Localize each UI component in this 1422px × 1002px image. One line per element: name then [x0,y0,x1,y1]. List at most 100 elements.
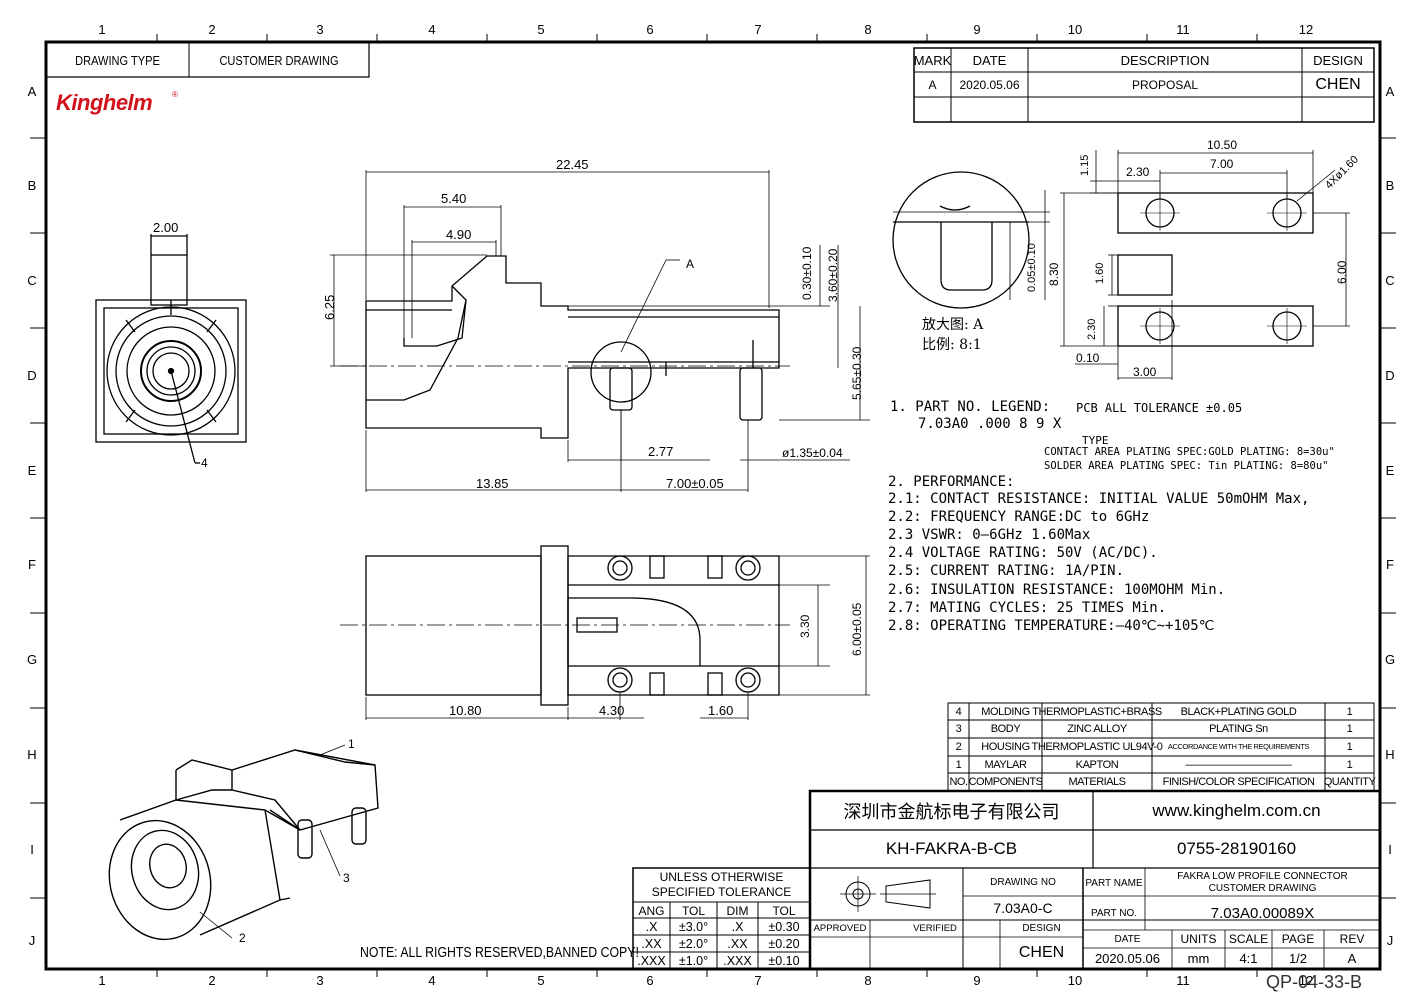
dim-front-width: 2.00 [153,220,179,235]
grid-row-label-right: B [1385,178,1395,193]
dim-tol-360: 3.60±0.20 [826,248,840,302]
logo-registered-mark: ® [172,90,178,99]
bom-cell: 1 [1346,722,1353,735]
bom-cell: THERMOPLASTIC UL94V-0 [1031,740,1163,753]
date-label: DATE [1114,933,1141,945]
grid-col-label-top: 3 [316,22,324,37]
grid-col-label-top: 6 [646,22,654,37]
design-label: DESIGN [1022,923,1061,934]
dim-pcb-230a: 2.30 [1126,165,1150,179]
legend-title: 1. PART NO. LEGEND: [890,399,1051,415]
bom-header: NO. [949,776,968,788]
bom-cell: HOUSING [981,740,1030,753]
dim-side-b: 4.90 [446,227,472,242]
dim-top-330: 3.30 [798,614,812,638]
grid-col-label-top: 11 [1176,22,1190,37]
drawing-no-label: DRAWING NO [990,876,1056,888]
dim-top-1080: 10.80 [449,703,482,718]
drawing-no: 7.03A0-C [993,900,1053,916]
drawing-type-value: CUSTOMER DRAWING [219,52,339,68]
grid-row-label-left: C [27,273,37,288]
grid-row-label-left: A [27,84,37,99]
bom-cell: 1 [955,758,962,771]
grid-col-label-top: 1 [98,22,106,37]
performance-item: 2.3 VSWR: 0–6GHz 1.60Max [888,527,1091,544]
grid-col-label-top: 5 [537,22,545,37]
grid-col-label-bottom: 3 [316,973,324,988]
grid-row-label-right: J [1386,933,1394,948]
bom-cell: MAYLAR [984,758,1027,771]
bom-cell: 1 [1346,740,1353,753]
dim-tol-565: 5.65±0.30 [850,346,864,400]
dim-top-600: 6.00±0.05 [850,602,864,656]
scale-value: 4:1 [1239,951,1258,966]
grid-col-label-bottom: 6 [646,973,654,988]
performance-item: 2.6: INSULATION RESISTANCE: 100MOHM Min. [888,581,1226,598]
copyright-note: NOTE: ALL RIGHTS RESERVED,BANNED COPY! [360,944,639,961]
grid-col-label-top: 4 [428,22,436,37]
bom-header: FINISH/COLOR SPECIFICATION [1162,776,1315,788]
front-view [95,234,247,464]
performance-item: 2.2: FREQUENCY RANGE:DC to 6GHz [888,509,1150,526]
drawing-type-label: DRAWING TYPE [75,52,160,68]
grid-col-label-top: 9 [973,22,981,37]
bom-cell: THERMOPLASTIC+BRASS [1032,705,1162,718]
top-view [365,545,780,706]
grid-col-label-bottom: 4 [428,973,436,988]
dim-pcb-600: 6.00 [1335,260,1349,284]
phone-number: 0755-28190160 [1176,839,1297,858]
dim-pcb-1050: 10.50 [1207,138,1238,152]
legend-tolerance: PCB ALL TOLERANCE ±0.05 [1076,401,1243,415]
grid-row-label-right: I [1388,842,1392,857]
kinghelm-logo: Kinghelm [56,90,153,115]
legend-type: TYPE [1082,434,1109,447]
designer: CHEN [1018,944,1065,961]
part-no-label: PART NO. [1090,908,1138,919]
bom-cell: 1 [1346,758,1353,771]
form-code: QP-04-33-B [1266,972,1363,992]
revision-cell: PROPOSAL [1131,77,1199,92]
zoom-scale: 比例: 8:1 [922,337,982,353]
performance-title: 2. PERFORMANCE: [888,474,1015,490]
revision-header: MARK [913,52,952,68]
callout-3: 3 [343,871,350,885]
performance-item: 2.4 VOLTAGE RATING: 50V (AC/DC). [888,545,1158,562]
callout-4: 4 [201,456,208,470]
legend-contact: CONTACT AREA PLATING SPEC:GOLD PLATING: … [1044,446,1335,458]
detail-label-a: A [686,257,695,271]
company-name-cn: 深圳市金航标电子有限公司 [843,802,1060,822]
bom-cell: BLACK+PLATING GOLD [1180,705,1297,718]
grid-row-label-right: G [1384,652,1396,667]
rev-label: REV [1339,932,1365,946]
tolerance-title-2: SPECIFIED TOLERANCE [651,885,792,899]
dim-side-a: 5.40 [441,191,467,206]
bom-header: COMPONENTS [968,776,1043,788]
grid-col-label-top: 7 [754,22,762,37]
zoom-detail-view [892,171,1050,309]
part-name-line-2: CUSTOMER DRAWING [1208,882,1317,894]
dim-pcb-160: 1.60 [1094,262,1106,284]
revision-header: DESCRIPTION [1120,52,1210,68]
revision-cell: CHEN [1315,75,1361,93]
dim-pcb-830: 8.30 [1047,262,1061,286]
bom-table-lines [947,702,1375,792]
page-label: PAGE [1281,932,1315,946]
dim-side-total: 22.45 [556,157,589,172]
pcb-dimension-lines [1060,150,1350,380]
tolerance-cell: ±1.0° [678,954,709,968]
tolerance-cell: ±2.0° [678,937,709,951]
top-view-dimension-lines [340,555,870,720]
tolerance-cell: ±0.20 [768,937,800,951]
bom-header: MATERIALS [1068,776,1126,788]
header-box [45,41,370,78]
side-view [365,255,780,439]
revision-table-lines [913,47,1375,123]
grid-row-label-right: A [1385,84,1395,99]
grid-row-label-left: I [30,842,34,857]
grid-col-label-top: 10 [1067,22,1083,37]
grid-row-label-left: F [28,557,36,572]
title-block-lines [808,789,1382,971]
performance-item: 2.7: MATING CYCLES: 25 TIMES Min. [888,599,1167,616]
bom-cell: —————————— [1185,758,1292,771]
